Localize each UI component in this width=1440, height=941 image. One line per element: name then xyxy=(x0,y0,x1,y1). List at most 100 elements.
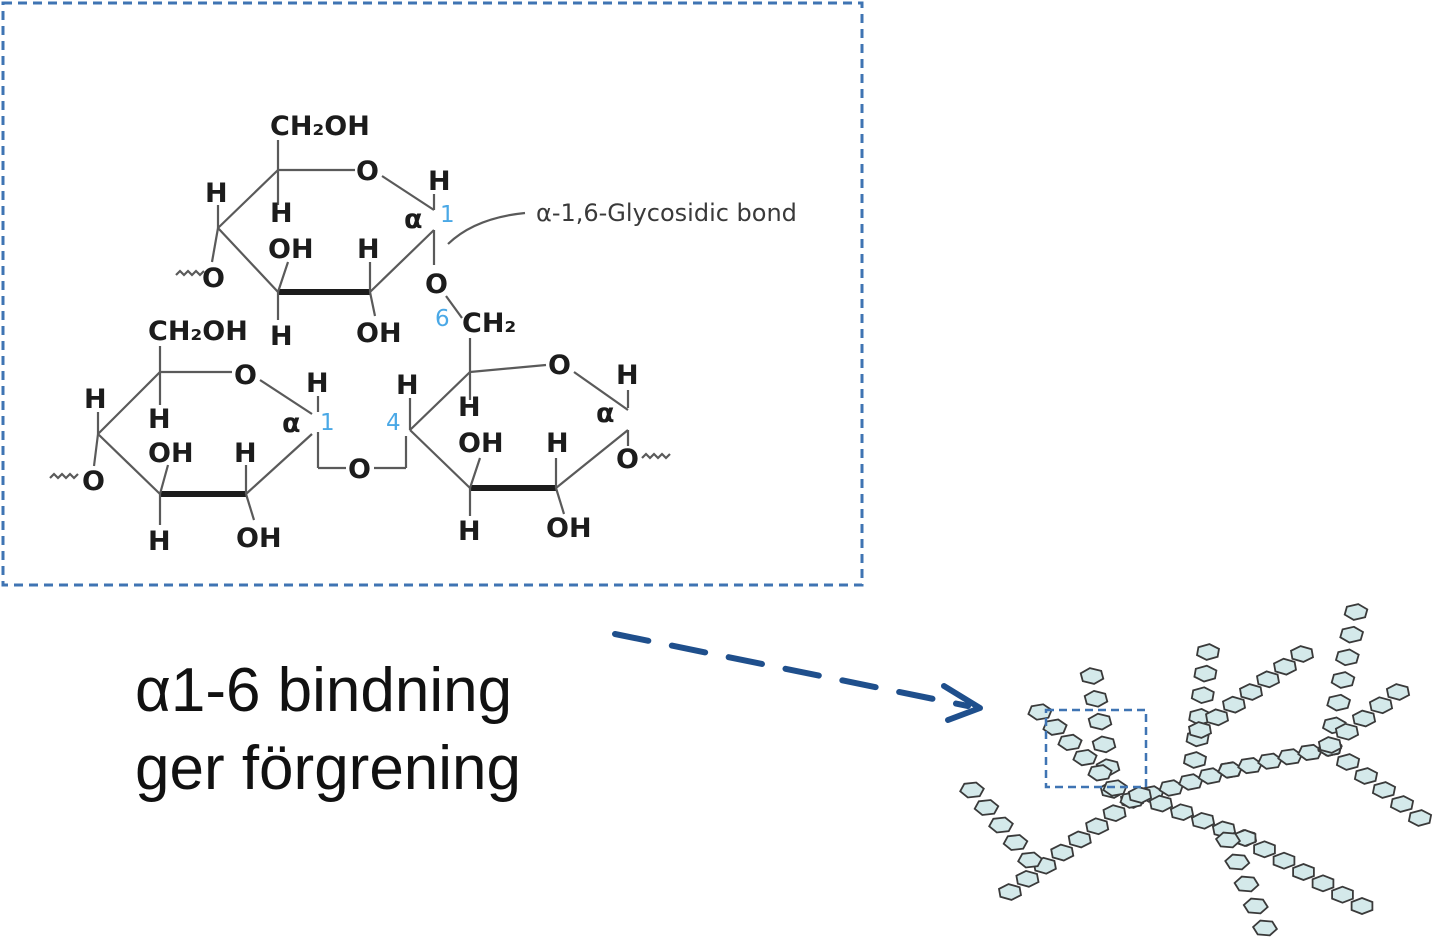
glucose-unit xyxy=(1389,795,1415,813)
oh-label: OH xyxy=(546,513,592,544)
glucose-unit xyxy=(1190,811,1216,830)
h-label: H xyxy=(428,166,451,197)
h-label: H xyxy=(270,198,293,229)
h-label: H xyxy=(234,438,257,469)
caption: α1-6 bindning ger förgrening xyxy=(135,652,521,808)
o-label: O xyxy=(616,444,639,475)
glucose-ring-bottom-left: CH₂OH O H H H α 1 OH H O H OH xyxy=(49,316,346,557)
glucose-unit xyxy=(1272,851,1296,870)
h-label: H xyxy=(616,360,639,391)
glucose-unit xyxy=(1158,779,1184,797)
glucose-unit xyxy=(1017,851,1043,869)
carbon-6-label: 6 xyxy=(435,306,450,332)
bridge-oxygen-1-6: O xyxy=(425,269,448,300)
glucose-unit xyxy=(1334,648,1360,667)
h-label: H xyxy=(84,384,107,415)
glucose-unit xyxy=(988,816,1014,834)
glucose-unit xyxy=(1050,843,1075,862)
glucose-unit xyxy=(1057,733,1083,752)
glucose-unit xyxy=(1079,667,1105,685)
glucose-unit xyxy=(1385,683,1411,701)
glucose-unit xyxy=(1353,767,1379,785)
glucose-unit xyxy=(1214,831,1242,849)
glucose-unit xyxy=(1193,664,1218,683)
glucose-unit xyxy=(1217,761,1243,779)
caption-line-2: ger förgrening xyxy=(135,734,522,803)
glucose-unit xyxy=(1251,919,1279,937)
glucose-unit xyxy=(1083,689,1109,708)
glucose-unit xyxy=(1343,603,1369,621)
h-label: H xyxy=(148,526,171,557)
glucose-unit xyxy=(1368,696,1394,715)
glucose-unit xyxy=(1195,643,1221,661)
glucose-unit xyxy=(1277,748,1303,766)
glucose-unit xyxy=(1002,834,1029,851)
o-label: O xyxy=(82,466,105,497)
glucose-unit xyxy=(1204,708,1230,727)
glucose-unit xyxy=(1102,804,1127,823)
glucose-unit xyxy=(1169,803,1195,822)
glucose-unit xyxy=(973,799,1000,816)
glucose-unit xyxy=(1242,897,1269,915)
alpha-1-6-linkage: O 6 CH₂ xyxy=(425,269,516,372)
alpha-label: α xyxy=(282,408,301,439)
glucose-unit xyxy=(1257,752,1283,770)
glucose-unit xyxy=(1326,693,1352,712)
glucose-unit xyxy=(1233,875,1260,893)
glucose-unit xyxy=(1091,735,1117,754)
h-label: H xyxy=(357,234,380,265)
h-label: H xyxy=(458,516,481,547)
glucose-unit xyxy=(959,781,985,799)
glucose-unit xyxy=(1067,830,1092,849)
h-label: H xyxy=(148,404,171,435)
glucose-unit xyxy=(1237,757,1263,775)
h-label: H xyxy=(546,428,569,459)
glucose-unit xyxy=(1272,657,1298,676)
zoom-arrow xyxy=(612,631,983,723)
glucose-unit xyxy=(1178,773,1204,791)
glucose-unit xyxy=(1289,645,1315,663)
glucose-unit xyxy=(1335,753,1361,771)
glucose-unit xyxy=(1371,781,1397,799)
ch2oh-label-bottom-left: CH₂OH xyxy=(148,316,248,347)
glucose-ring-bottom-right: O H H H α OH H O H OH xyxy=(396,350,671,547)
h-label: H xyxy=(396,370,419,401)
glucose-unit xyxy=(1253,840,1276,859)
glucose-unit xyxy=(1292,863,1315,881)
oh-label: OH xyxy=(458,428,504,459)
oh-label: OH xyxy=(268,234,314,265)
glucose-ring-top: CH₂OH O H H H α 1 OH H O H OH xyxy=(175,111,455,352)
ring-oxygen-bottom-right: O xyxy=(548,350,571,381)
glucose-unit xyxy=(1182,751,1208,769)
glucose-unit xyxy=(1127,786,1153,804)
glucose-unit xyxy=(1221,695,1247,714)
alpha-label: α xyxy=(596,398,615,429)
glucose-unit xyxy=(1311,874,1335,893)
glucose-unit xyxy=(997,883,1023,901)
glucose-unit xyxy=(1334,722,1360,741)
carbon-1-label-bottom: 1 xyxy=(320,410,335,436)
glucose-unit xyxy=(1190,686,1215,705)
h-label: H xyxy=(270,321,293,352)
glucose-unit xyxy=(1015,869,1040,888)
glucose-unit xyxy=(1238,683,1264,701)
glucose-unit xyxy=(1085,817,1110,836)
glucose-unit xyxy=(1072,748,1098,767)
glucose-unit xyxy=(1407,809,1433,827)
glucose-unit xyxy=(1331,885,1354,904)
glucose-unit xyxy=(1339,625,1365,644)
carbon-4-label: 4 xyxy=(386,410,401,436)
oh-label: OH xyxy=(236,523,282,554)
glucose-unit xyxy=(1087,764,1113,782)
glucose-unit xyxy=(1042,718,1068,736)
alpha-1-4-linkage: O 4 xyxy=(348,410,408,485)
glucose-unit xyxy=(1255,670,1281,689)
ring-oxygen-top: O xyxy=(356,156,379,187)
oh-label: OH xyxy=(148,438,194,469)
o-label: O xyxy=(202,263,225,294)
alpha-label: α xyxy=(404,204,423,235)
glycosidic-bond-annotation: α-1,6-Glycosidic bond xyxy=(536,199,797,227)
glucose-unit xyxy=(1224,853,1251,871)
h-label: H xyxy=(205,178,228,209)
